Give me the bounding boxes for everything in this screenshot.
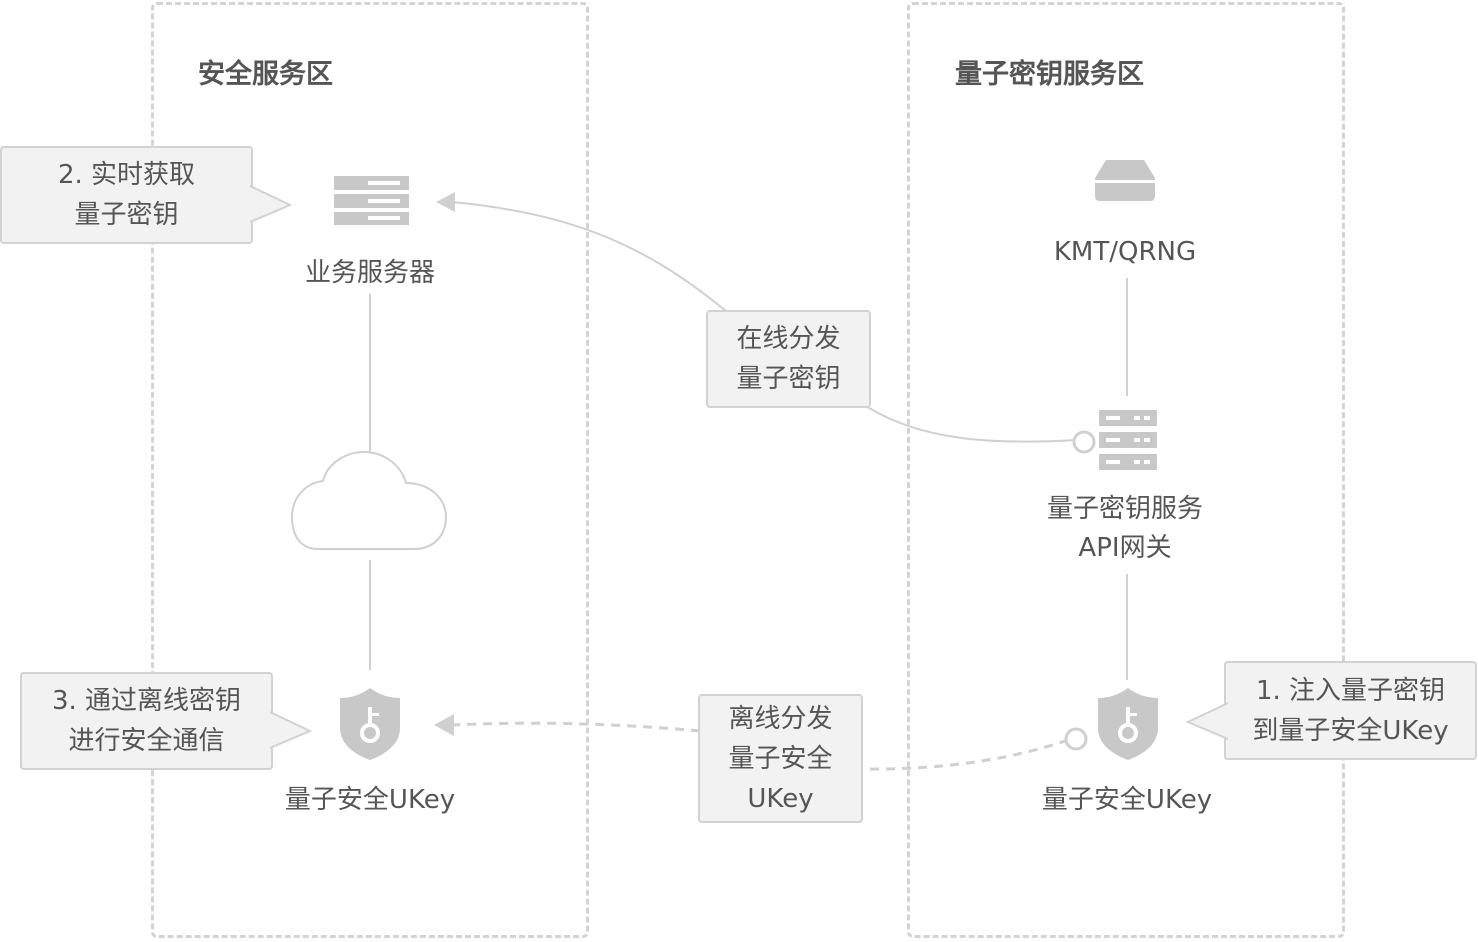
offline-box-line1: 离线分发 [728, 703, 833, 734]
online-distribution-box: 在线分发 量子密钥 [706, 310, 871, 408]
offline-box-line2: 量子安全 [728, 743, 833, 774]
online-box-line2: 量子密钥 [736, 364, 841, 394]
quantum-key-service-zone [907, 2, 1345, 938]
server-label: 业务服务器 [304, 258, 436, 288]
step3-line2: 进行安全通信 [68, 726, 225, 756]
ukey-shield-icon [340, 688, 400, 760]
gateway-label-line2: API网关 [1078, 533, 1172, 563]
server-icon [334, 176, 409, 225]
step1-callout-tail [1186, 702, 1228, 740]
offline-arrow-head [434, 714, 454, 736]
offline-box-line3: UKey [747, 783, 814, 814]
ukey-right-label: 量子安全UKey [1041, 785, 1213, 815]
step2-callout: 2. 实时获取 量子密钥 [0, 146, 253, 244]
step3-callout-tail [270, 711, 312, 749]
cloud-icon [290, 450, 448, 550]
gateway-rack-icon [1099, 410, 1157, 470]
step2-callout-tail [250, 185, 292, 223]
step2-line1: 2. 实时获取 [57, 160, 196, 190]
offline-distribution-path [451, 721, 1069, 771]
step1-line2: 到量子安全UKey [1252, 715, 1449, 746]
gateway-label-line1: 量子密钥服务 [1046, 494, 1204, 524]
security-service-zone [151, 2, 589, 938]
kmt-qrng-icon [1095, 160, 1155, 201]
security-zone-title: 安全服务区 [198, 59, 333, 90]
gateway-label: 量子密钥服务 API网关 [1047, 490, 1203, 568]
online-box-line1: 在线分发 [736, 324, 841, 354]
gateway-start-ring [1072, 430, 1096, 454]
ukey-shield-icon [1098, 688, 1158, 760]
offline-distribution-box: 离线分发 量子安全 UKey [698, 694, 863, 823]
step3-line1: 3. 通过离线密钥 [51, 686, 242, 716]
online-arrow-head [436, 192, 455, 212]
kmt-qrng-label: KMT/QRNG [1053, 237, 1197, 267]
quantum-zone-title: 量子密钥服务区 [955, 59, 1144, 90]
ukey-start-ring [1064, 727, 1088, 751]
step1-callout: 1. 注入量子密钥 到量子安全UKey [1224, 661, 1477, 760]
step3-callout: 3. 通过离线密钥 进行安全通信 [20, 672, 273, 770]
ukey-left-label: 量子安全UKey [284, 785, 456, 815]
step2-line2: 量子密钥 [74, 200, 179, 230]
step1-line1: 1. 注入量子密钥 [1255, 675, 1446, 706]
online-distribution-path [451, 201, 1077, 443]
